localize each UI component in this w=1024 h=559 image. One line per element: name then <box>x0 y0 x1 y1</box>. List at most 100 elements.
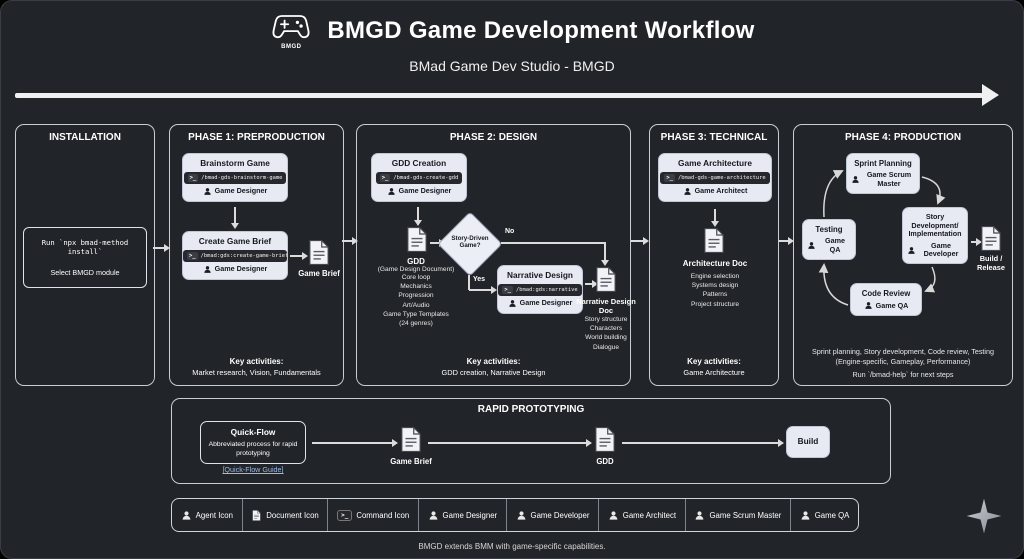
build-release-doc-icon <box>980 225 1002 252</box>
legend-item-agent-icon: Agent Icon <box>172 499 242 531</box>
rapid-title: RAPID PROTOTYPING <box>477 404 585 415</box>
arrow-brief-to-doc <box>290 251 308 260</box>
gdd-doc-subtitle: (Game Design Document) <box>377 266 455 273</box>
installation-box: INSTALLATION Run `npx bmad-method instal… <box>15 124 155 386</box>
story-development-card: Story Development/ Implementation Game D… <box>902 207 968 265</box>
brainstorm-game-card: Brainstorm Game >_ /bmad-gds-brainstorm-… <box>182 153 288 202</box>
legend-item-command-icon: >_ Command Icon <box>327 499 417 531</box>
legend-item-game-qa: Game QA <box>790 499 858 531</box>
legend-item-game-architect: Game Architect <box>598 499 685 531</box>
header: BMGD BMGD Game Development Workflow <box>1 11 1023 50</box>
testing-title: Testing <box>815 225 843 234</box>
gdd-creation-card: GDD Creation >_ /bmad-gds-create-gdd Gam… <box>371 153 467 202</box>
no-path-line <box>501 242 605 244</box>
rapid-build-card: Build <box>786 426 830 458</box>
architecture-command: >_ /bmad-gds-game-architecture <box>660 171 770 184</box>
agent-icon <box>203 187 212 196</box>
architecture-title: Game Architecture <box>678 158 752 168</box>
legend-bar: Agent Icon Document Icon >_ Command Icon… <box>171 498 859 532</box>
phase3-title: PHASE 3: TECHNICAL <box>660 132 768 143</box>
sparkle-icon <box>965 497 1003 535</box>
rapid-prototyping-box: RAPID PROTOTYPING Quick-Flow Abbreviated… <box>171 398 891 484</box>
decision-yes-label: Yes <box>473 276 486 283</box>
command-icon: >_ <box>187 251 198 260</box>
no-path-arrow <box>600 242 609 266</box>
agent-icon <box>807 241 816 250</box>
arrow-narrative-to-doc <box>585 279 598 288</box>
agent-icon <box>181 510 192 521</box>
installation-step-2: Select BMGD module <box>50 268 120 277</box>
gdd-item: Progression <box>398 292 434 300</box>
phase2-box: PHASE 2: DESIGN GDD Creation >_ /bmad-gd… <box>356 124 636 386</box>
arch-item: Systems design <box>691 282 739 290</box>
narrative-doc-title: Narrative Design Doc <box>576 297 636 315</box>
command-icon: >_ <box>379 173 391 182</box>
gdd-item: Core loop <box>401 274 431 281</box>
agent-icon <box>203 265 212 274</box>
sprint-title: Sprint Planning <box>854 159 912 168</box>
code-review-agent: Game QA <box>864 301 908 310</box>
narrative-command: >_ /bmad:gds:narrative <box>498 283 582 296</box>
quick-flow-title: Quick-Flow <box>230 427 276 437</box>
phase2-title: PHASE 2: DESIGN <box>449 132 538 143</box>
command-icon: >_ <box>187 173 199 182</box>
rapid-gdd-doc-icon <box>594 426 616 453</box>
agent-icon <box>851 175 860 184</box>
command-icon: >_ <box>664 173 675 182</box>
architecture-doc-icon <box>703 227 725 254</box>
command-icon: >_ <box>502 285 513 294</box>
code-review-card: Code Review Game QA <box>850 283 922 317</box>
legend-item-game-designer: Game Designer <box>417 499 506 531</box>
phase1-title: PHASE 1: PREPRODUCTION <box>188 132 325 143</box>
arch-item: Engine selection <box>690 273 740 280</box>
agent-icon <box>516 510 527 521</box>
arrow-storydev-to-build <box>971 237 982 246</box>
footer-note: BMGD extends BMM with game-specific capa… <box>418 542 606 551</box>
decision-no-label: No <box>505 228 515 235</box>
rapid-gdd-label: GDD <box>596 457 614 466</box>
agent-icon <box>508 299 517 308</box>
story-dev-agent: Game Developer <box>907 241 963 259</box>
arrow-brainstorm-to-brief <box>230 207 239 229</box>
bmgd-logo: BMGD <box>269 11 313 50</box>
page-subtitle: BMad Game Dev Studio - BMGD <box>409 58 615 74</box>
rapid-game-brief-doc-icon <box>400 426 422 453</box>
agent-icon <box>428 510 439 521</box>
narrative-item: Dialogue <box>592 343 620 351</box>
brainstorm-title: Brainstorm Game <box>200 158 270 168</box>
rapid-game-brief-label: Game Brief <box>390 457 432 466</box>
narrative-item: Characters <box>589 325 623 333</box>
rapid-build-label: Build <box>797 436 819 447</box>
document-icon <box>251 510 262 521</box>
create-game-brief-card: Create Game Brief >_ /bmad:gds:create-ga… <box>182 231 288 280</box>
quick-flow-desc: Abbreviated process for rapid prototypin… <box>208 441 298 458</box>
architecture-doc-description: Architecture Doc Engine selection System… <box>654 259 776 309</box>
gdd-creation-command: >_ /bmad-gds-create-gdd <box>375 171 463 184</box>
architecture-doc-title: Architecture Doc <box>682 259 748 268</box>
arrow-arch-to-doc <box>710 209 719 227</box>
gdd-doc-description: GDD (Game Design Document) Core loop Mec… <box>361 257 471 328</box>
game-brief-doc-label: Game Brief <box>298 269 340 278</box>
brainstorm-command: >_ /bmad-gds-brainstorm-game <box>183 171 287 184</box>
code-review-title: Code Review <box>861 289 911 298</box>
game-controller-icon <box>269 11 313 43</box>
agent-icon <box>907 246 916 255</box>
brainstorm-agent: Game Designer <box>203 187 267 196</box>
arrow-brief-to-gdd <box>428 438 592 447</box>
arrow-gdd-to-build <box>622 438 784 447</box>
build-release-label: Build / Release <box>977 254 1005 272</box>
agent-icon <box>864 301 873 310</box>
gdd-item: Game Type Templates <box>383 310 449 318</box>
phase3-key-activities: Key activities:Game Architecture <box>683 357 745 377</box>
arrow-phase3-to-phase4 <box>779 236 794 245</box>
quick-flow-guide-link[interactable]: [Quick-Flow Guide] <box>222 465 284 474</box>
agent-icon <box>387 187 396 196</box>
logo-label: BMGD <box>281 44 302 50</box>
gdd-doc-title: GDD <box>407 257 425 266</box>
architecture-agent: Game Architect <box>683 187 747 196</box>
phase4-summary: Sprint planning, Story development, Code… <box>811 347 995 366</box>
gdd-item: Mechanics <box>400 283 432 291</box>
quick-flow-card: Quick-Flow Abbreviated process for rapid… <box>200 421 306 465</box>
phase1-key-activities: Key activities:Market research, Vision, … <box>192 357 321 377</box>
